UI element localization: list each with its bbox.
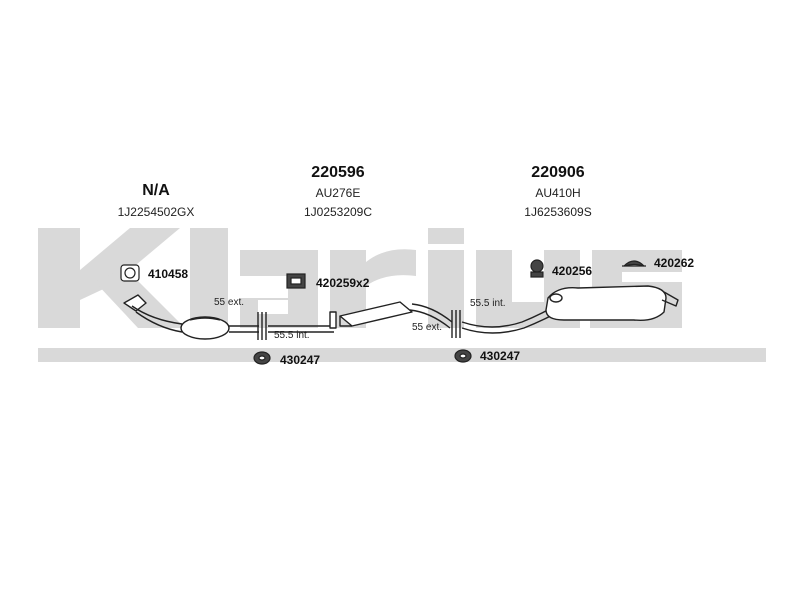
note-right-int: 55.5 int.	[470, 298, 506, 309]
note-right-ext: 55 ext.	[412, 322, 443, 333]
section2-oe-ref: 1J0253209C	[303, 205, 373, 219]
note-left-int: 55.5 int.	[274, 330, 310, 341]
fitting-420256-label: 420256	[552, 264, 593, 278]
bracket-icon	[286, 273, 306, 289]
fitting-430247-left-label: 430247	[280, 353, 321, 367]
section2-part-no: 220596	[311, 164, 365, 181]
joint-left	[257, 312, 267, 340]
fitting-430247-right-label: 430247	[480, 349, 521, 363]
fitting-420259-label: 420259x2	[316, 276, 370, 290]
fitting-420262-label: 420262	[654, 256, 695, 270]
joint-right	[451, 310, 461, 338]
section1-oe-ref: 1J2254502GX	[117, 205, 195, 219]
clamp-icon-left-bottom	[253, 351, 271, 365]
fitting-410458-label: 410458	[148, 267, 189, 281]
centre-silencer	[268, 301, 453, 333]
front-pipe-catalyst	[123, 294, 259, 340]
gasket-icon	[120, 264, 140, 282]
hanger-icon	[622, 260, 646, 267]
clamp-icon-right-top	[530, 259, 544, 278]
clamp-icon-right-bottom	[454, 349, 472, 363]
section1-part-no: N/A	[142, 182, 170, 199]
section3-part-no: 220906	[531, 164, 585, 181]
section3-oe-ref: 1J6253609S	[524, 205, 592, 219]
section3-code: AU410H	[535, 186, 581, 200]
note-left-ext: 55 ext.	[214, 297, 245, 308]
rear-silencer	[461, 285, 679, 334]
section2-code: AU276E	[315, 186, 361, 200]
